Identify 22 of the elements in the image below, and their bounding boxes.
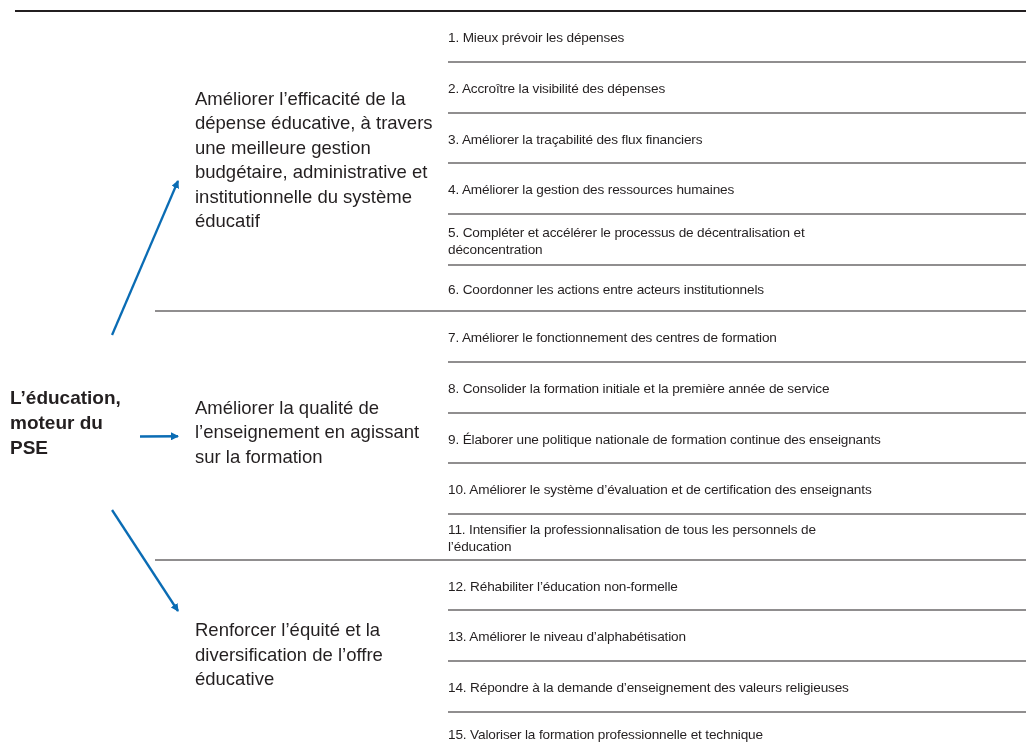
action-item: 11. Intensifier la professionnalisation de tous les personnels de l’éducation [448,521,817,555]
action-item: 6. Coordonner les actions entre acteurs institutionnels [448,280,764,298]
axis-text: Renforcer l’équité et la diversification de l’offre éducative [195,618,384,692]
action-item: 13. Améliorer le niveau d’alphabétisation [448,628,686,645]
action-item: 8. Consolider la formation initiale et la première année de service [448,380,830,397]
central-heading: L’éducation, moteur du PSE [10,386,122,460]
action-item: 12. Réhabiliter l’éducation non-formelle [448,577,678,595]
action-item: 1. Mieux prévoir les dépenses [448,29,625,46]
arrow [111,180,180,336]
action-item: 3. Améliorer la traçabilité des flux financiers [448,130,703,148]
action-item: 7. Améliorer le fonctionnement des centres de formation [448,329,777,346]
action-item: 4. Améliorer la gestion des ressources humaines [448,181,735,198]
action-item: 10. Améliorer le système d’évaluation et de certification des enseignants [448,481,872,498]
action-item: 2. Accroître la visibilité des dépenses [448,80,666,97]
arrow [111,509,179,612]
action-item: 15. Valoriser la formation professionnelle et technique [448,726,763,743]
axis-text: Améliorer la qualité de l’enseignement en agissant sur la formation [195,395,421,469]
action-item: 5. Compléter et accélérer le processus de décentralisation et déconcentration [448,223,806,258]
action-item: 14. Répondre à la demande d’enseignement des valeurs religieuses [448,679,849,696]
action-item: 9. Élaborer une politique nationale de formation continue des enseignants [448,430,881,448]
arrow [140,432,179,441]
axis-text: Améliorer l’efficacité de la dépense éducative, à travers une meilleure gestion budgétaire, administrative et institutionnelle du système éducatif [195,86,434,233]
